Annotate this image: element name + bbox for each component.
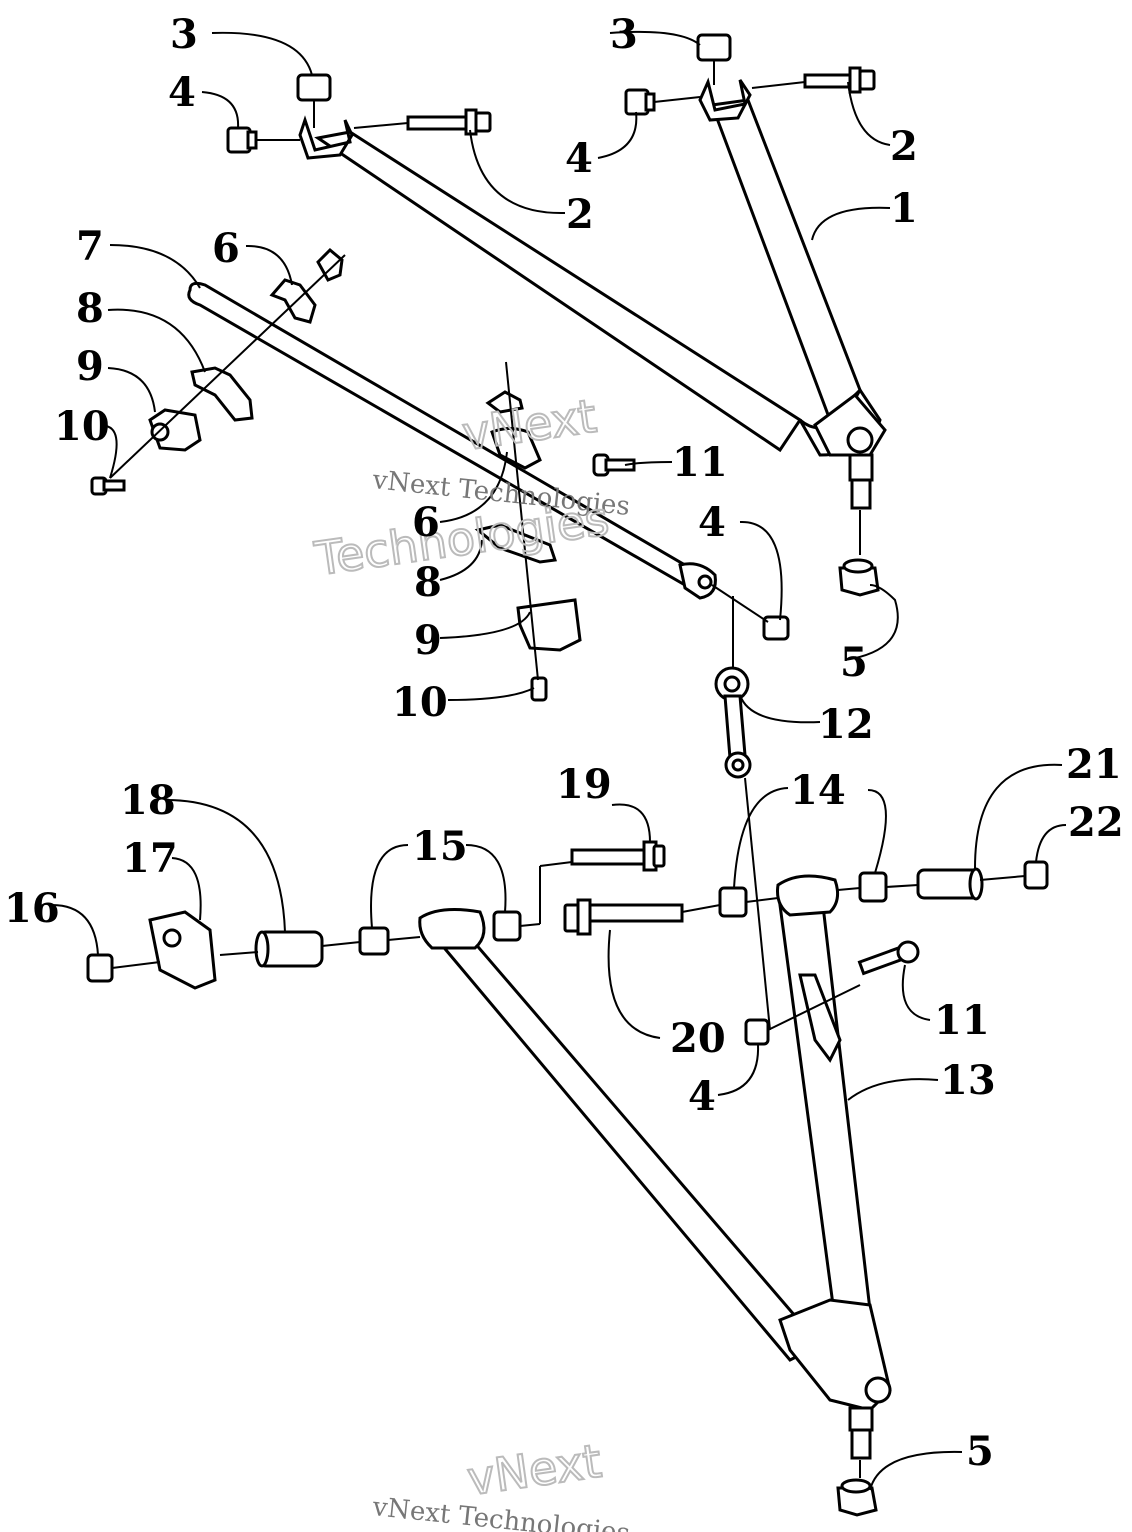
- watermark-top: vNext vNext Technologies Technologies: [310, 388, 631, 587]
- callout-11-upper: 11: [672, 439, 728, 486]
- upper-a-arm: [298, 77, 887, 510]
- nut-5-lower: [836, 1478, 878, 1517]
- bolt-2-right: [803, 66, 876, 94]
- callout-4-upper-right: 4: [565, 135, 593, 182]
- callout-10-left: 10: [54, 403, 110, 450]
- bolt-20: [563, 898, 684, 936]
- nut-4-lower: [744, 1018, 770, 1046]
- callout-15: 15: [412, 823, 468, 870]
- callout-17: 17: [122, 835, 178, 882]
- callout-21: 21: [1066, 741, 1122, 788]
- callout-22: 22: [1068, 799, 1124, 846]
- nut-4-upper-right: [624, 88, 656, 116]
- svg-text:vNext: vNext: [464, 1434, 605, 1506]
- callout-labels: 1 2 2 3 3 4 4 4 4 5 5 6 6 7 8 8 9 9 10 1…: [4, 11, 1124, 1475]
- lower-a-arm: [418, 874, 892, 1460]
- bushing-14-right: [858, 871, 888, 903]
- callout-10-center: 10: [392, 679, 448, 726]
- callout-5-lower: 5: [966, 1428, 994, 1475]
- callout-4-upper-left: 4: [168, 69, 196, 116]
- clamp-6-center: [485, 390, 542, 470]
- callout-16: 16: [4, 885, 60, 932]
- callout-6-center: 6: [412, 499, 440, 546]
- watermark-bottom: vNext vNext Technologies: [370, 1433, 631, 1532]
- bolt-19: [570, 840, 666, 872]
- callout-20: 20: [670, 1015, 726, 1062]
- bracket-17: [148, 910, 217, 990]
- svg-text:vNext: vNext: [459, 389, 600, 461]
- bushing-14-left: [718, 886, 748, 918]
- nut-5-upper: [838, 558, 880, 597]
- callout-4-lower: 4: [688, 1073, 716, 1120]
- callout-18: 18: [120, 777, 176, 824]
- bushing-3-right: [696, 33, 732, 62]
- callout-7: 7: [76, 223, 104, 270]
- leader-lines: [51, 30, 1067, 1491]
- callout-8-left: 8: [76, 285, 104, 332]
- bracket-8-center: [474, 523, 557, 564]
- callout-11-lower: 11: [934, 997, 990, 1044]
- callout-2-right: 2: [890, 123, 918, 170]
- sleeve-18: [254, 930, 324, 968]
- bolt-2-left: [406, 108, 492, 136]
- bushing-15-right: [492, 910, 522, 942]
- callout-1: 1: [890, 185, 918, 232]
- bushing-3-left: [296, 73, 332, 102]
- nut-16: [86, 953, 114, 983]
- callout-4-center: 4: [698, 499, 726, 546]
- callout-3-left: 3: [170, 11, 198, 58]
- bolt-11-upper: [592, 453, 636, 477]
- nut-4-upper-left: [226, 126, 258, 154]
- sleeve-21: [916, 867, 984, 901]
- callout-6-left: 6: [212, 225, 240, 272]
- callout-13: 13: [940, 1057, 996, 1104]
- nut-4-center: [762, 615, 790, 641]
- callout-9-center: 9: [414, 617, 442, 664]
- bracket-8-left: [190, 366, 254, 422]
- clamp-6-left: [269, 247, 344, 324]
- stabilizer-bar: [187, 281, 717, 600]
- stabilizer-link: [714, 666, 752, 779]
- callout-9-left: 9: [76, 343, 104, 390]
- mount-9-center: [516, 598, 582, 652]
- callout-19: 19: [556, 761, 612, 808]
- nut-22: [1023, 860, 1049, 890]
- callout-14: 14: [790, 767, 846, 814]
- bushing-15-left: [358, 926, 390, 956]
- screw-10-left: [90, 476, 126, 496]
- callout-12: 12: [818, 701, 874, 748]
- mount-9-left: [148, 408, 202, 452]
- callout-8-center: 8: [414, 559, 442, 606]
- callout-5-upper: 5: [840, 639, 868, 686]
- callout-3-right: 3: [610, 11, 638, 58]
- bolt-11-lower: [857, 940, 920, 976]
- callout-2-left: 2: [566, 191, 594, 238]
